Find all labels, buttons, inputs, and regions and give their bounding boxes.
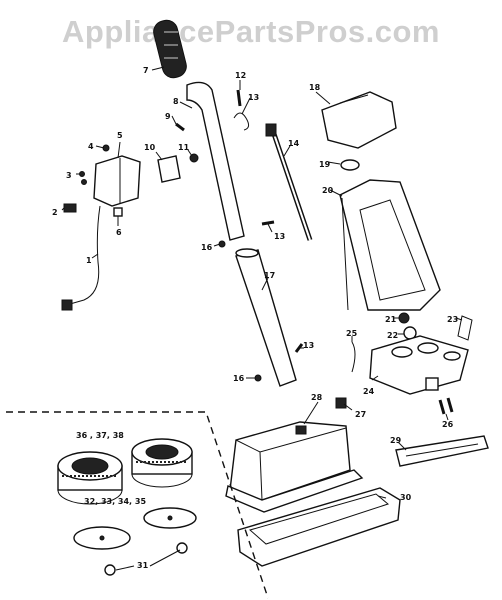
part-brush-left (57, 451, 123, 505)
part-upper-handle-tube (186, 81, 245, 241)
part-screw-13b (294, 343, 304, 353)
part-terminal (113, 207, 123, 217)
part-screws (438, 397, 454, 415)
leader-lines (61, 66, 463, 571)
part-spring-clip (233, 112, 250, 131)
part-hose (351, 341, 356, 373)
callout-27: 27 (355, 410, 366, 419)
part-switch (63, 203, 77, 213)
part-knob (335, 397, 347, 409)
part-handle-grip (153, 19, 187, 79)
part-plug (61, 299, 73, 311)
callout-2: 2 (52, 208, 58, 217)
callout-19: 19 (319, 160, 331, 169)
part-power-cord (69, 205, 101, 305)
callout-4: 4 (88, 142, 94, 151)
callout-labels: 1 2 3 4 5 6 7 8 9 10 11 12 13 13 13 14 1… (52, 66, 458, 570)
part-rod (265, 123, 313, 241)
callout-12: 12 (235, 71, 246, 80)
part-pad-left (73, 526, 131, 550)
part-main-housing (225, 421, 364, 513)
callout-7: 7 (143, 66, 149, 75)
part-plate (157, 155, 181, 183)
callout-23: 23 (447, 315, 458, 324)
callout-16-top: 16 (201, 243, 213, 252)
part-nut-left (104, 564, 116, 576)
callout-10: 10 (144, 143, 156, 152)
callout-21: 21 (385, 315, 397, 324)
callout-25: 25 (346, 329, 358, 338)
callout-17: 17 (264, 271, 275, 280)
callout-5: 5 (117, 131, 123, 140)
callout-13-top: 13 (248, 93, 259, 102)
part-brush-strip (395, 435, 489, 467)
callout-30: 30 (400, 493, 412, 502)
part-pump-base (369, 335, 469, 395)
callout-13-low: 13 (303, 341, 314, 350)
site-watermark: AppliancePartsPros.com (62, 14, 440, 49)
callout-11: 11 (178, 143, 190, 152)
callout-28: 28 (311, 393, 323, 402)
callout-3: 3 (66, 171, 72, 180)
dashed-group-boundary (6, 411, 269, 599)
part-screw-13 (261, 220, 275, 226)
part-tray (237, 487, 401, 567)
part-screw-pair (79, 171, 87, 185)
part-fitting-small (398, 312, 410, 324)
callout-13-mid: 13 (274, 232, 285, 241)
callout-31: 31 (137, 561, 149, 570)
part-lower-tube (235, 248, 297, 387)
part-bracket (93, 155, 141, 207)
part-pad-right (143, 507, 197, 529)
callout-9: 9 (165, 112, 171, 121)
callout-29: 29 (390, 436, 402, 445)
callout-16-low: 16 (233, 374, 245, 383)
part-brush-right (131, 438, 193, 488)
callout-24: 24 (363, 387, 375, 396)
part-washer (340, 159, 360, 171)
callout-14: 14 (288, 139, 300, 148)
callout-6: 6 (116, 228, 122, 237)
callout-26: 26 (442, 420, 454, 429)
part-tank (339, 179, 441, 311)
part-nut-right (176, 542, 188, 554)
part-screw (175, 122, 185, 132)
callout-32-35: 32, 33, 34, 35 (84, 497, 146, 506)
part-small-screw (236, 89, 242, 107)
part-cover (321, 91, 397, 149)
callout-22: 22 (387, 331, 398, 340)
callout-20: 20 (322, 186, 334, 195)
part-clip (457, 315, 473, 341)
callout-18: 18 (309, 83, 321, 92)
callout-1: 1 (86, 256, 92, 265)
callout-36-38: 36 , 37, 38 (76, 431, 124, 440)
callout-8: 8 (173, 97, 179, 106)
